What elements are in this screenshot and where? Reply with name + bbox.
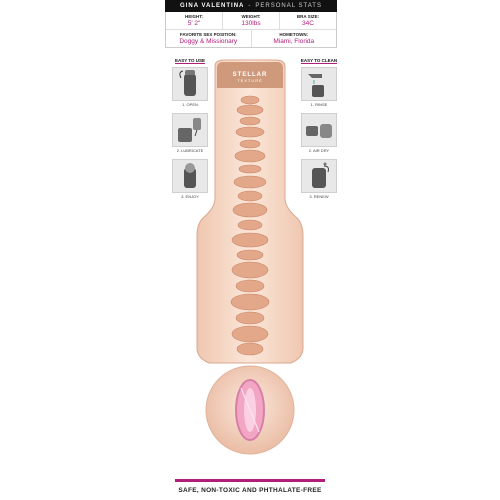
stat-value: 130lbs (241, 20, 261, 27)
stats-row-1: HEIGHT: 5' 2" WEIGHT: 130lbs BRA SIZE: 3… (166, 12, 336, 30)
stat-value: Miami, Florida (273, 38, 315, 45)
easy-to-clean-title: EASY TO CLEAN (300, 58, 338, 64)
clean-step-air-dry: 2. AIR DRY (299, 113, 339, 153)
open-icon (172, 67, 208, 101)
step-label: 1. RINSE (310, 102, 328, 107)
sleeve-illustration: STELLAR TEXTURE (185, 58, 315, 468)
step-label: 3. RENEW (309, 194, 329, 199)
stat-hometown: HOMETOWN: Miami, Florida (252, 30, 337, 47)
lubricate-icon (172, 113, 208, 147)
stat-bra-size: BRA SIZE: 34C (280, 12, 336, 29)
stats-grid: HEIGHT: 5' 2" WEIGHT: 130lbs BRA SIZE: 3… (165, 12, 337, 48)
step-label: 3. ENJOY (181, 194, 199, 199)
texture-label: STELLAR TEXTURE (228, 72, 272, 83)
easy-to-use-title: EASY TO USE (174, 58, 206, 64)
inner-texture (230, 95, 270, 356)
step-label: 2. LUBRICATE (176, 148, 204, 153)
renew-icon (301, 159, 337, 193)
texture-label-bg (217, 62, 283, 88)
accent-divider (175, 479, 325, 482)
use-step-enjoy: 3. ENJOY (170, 159, 210, 199)
stat-label: HOMETOWN: (279, 32, 309, 37)
stat-label: BRA SIZE: (296, 14, 320, 19)
use-step-open: 1. OPEN (170, 67, 210, 107)
stat-height: HEIGHT: 5' 2" (166, 12, 223, 29)
stat-value: 34C (302, 20, 314, 27)
enjoy-icon (172, 159, 208, 193)
texture-title: STELLAR (232, 72, 268, 78)
clean-step-renew: 3. RENEW (299, 159, 339, 199)
stats-subtitle: PERSONAL STATS (255, 3, 322, 9)
clean-step-rinse: 1. RINSE (299, 67, 339, 107)
air-dry-icon (301, 113, 337, 147)
stat-value: 5' 2" (187, 20, 201, 27)
safety-tagline: SAFE, NON-TOXIC AND PHTHALATE-FREE (178, 487, 322, 494)
step-label: 1. OPEN (182, 102, 198, 107)
rinse-icon (301, 67, 337, 101)
easy-to-clean-column: EASY TO CLEAN 1. RINSE 2. AIR DRY (299, 58, 339, 205)
stat-label: WEIGHT: (241, 14, 261, 19)
stat-label: HEIGHT: (185, 14, 203, 19)
stats-row-2: FAVORITE SEX POSITION: Doggy & Missionar… (166, 30, 336, 47)
stat-value: Doggy & Missionary (179, 38, 238, 45)
stat-weight: WEIGHT: 130lbs (223, 12, 280, 29)
step-label: 2. AIR DRY (308, 148, 330, 153)
stat-label: FAVORITE SEX POSITION: (179, 32, 237, 37)
model-name: GINA VALENTINA (180, 3, 245, 9)
sleeve-svg (196, 59, 304, 455)
stats-header: GINA VALENTINA - PERSONAL STATS (165, 0, 337, 12)
easy-to-use-column: EASY TO USE 1. OPEN 2. LUBRICATE (170, 58, 210, 205)
texture-subtitle: TEXTURE (237, 78, 263, 83)
stat-position: FAVORITE SEX POSITION: Doggy & Missionar… (166, 30, 252, 47)
personal-stats-card: GINA VALENTINA - PERSONAL STATS HEIGHT: … (165, 0, 337, 52)
stats-separator: - (248, 3, 252, 9)
use-step-lubricate: 2. LUBRICATE (170, 113, 210, 153)
